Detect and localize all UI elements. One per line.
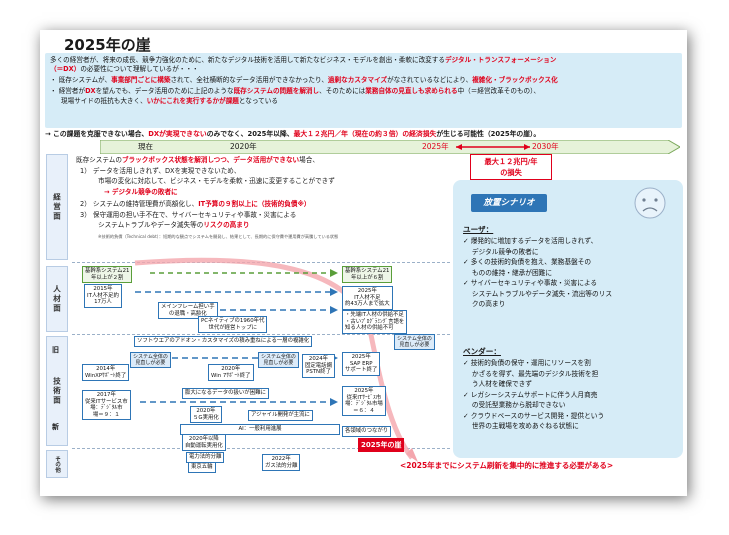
cliff-2025-badge: 2025年の崖 <box>358 438 405 452</box>
it-supply-shortage: ・先端IT人材の供給不足 ・古いﾌﾟﾛｸﾞﾗﾐﾝｸﾞ言語を 知る人材の供給不可 <box>342 310 408 334</box>
loss-box: 最大１２兆円/年 の損失 <box>470 154 552 180</box>
core-system-2025: 基幹系システム21 年以上が６割 <box>342 266 393 284</box>
timeline-now: 現在 <box>138 142 153 151</box>
review-bubble-3: システム全体の 見直しが必要 <box>258 352 299 368</box>
scenario-user-line: クの高まり <box>463 300 506 308</box>
conclusion: → この課題を克服できない場合、DXが実現できないのみでなく、2025年以降、最… <box>45 130 541 138</box>
ai-adoption: AI：一般利用進展 <box>180 424 340 435</box>
scenario-vendor-line: ✓ クラウドベースのサービス開発・提供という <box>463 411 605 420</box>
bigdata-difficulty: 膨大になるデータの扱いが困難に <box>182 388 269 399</box>
summary-line-2: （＝DX）の必要性について理解しているが・・・ <box>50 65 199 73</box>
sad-face-icon <box>634 187 666 219</box>
scenario-vendor-line: ✓ レガシーシステムサポートに伴う人月商売 <box>463 390 598 399</box>
pc-native-executives: PCネイティブの1960年代 世代が経営トップに <box>198 316 268 334</box>
scenario-vendor-line: う人材を確保できず <box>463 380 532 388</box>
scenario-title: 放置シナリオ <box>471 194 547 212</box>
row-label-new: 新 <box>52 423 59 431</box>
review-bubble-1: システム全体の 見直しが必要 <box>394 334 435 350</box>
divider-other <box>72 448 450 449</box>
tokyo-olympics: 東京五輪 <box>188 462 216 473</box>
mgmt-point-2: 2） システムの維持管理費が高額化し、IT予算の９割以上に（技術的負債※） <box>80 200 311 208</box>
addon-complexity: ソフトウエアのアドオン・カスタマイズの積み重ねによる一層の複雑化 <box>134 336 313 347</box>
scenario-user-line: システムトラブルやデータ滅失・流出等のリス <box>463 289 613 298</box>
summary-line-3: ・ 既存システムが、事業部門ごとに構築されて、全社横断的なデータ活用ができなかっ… <box>50 76 558 84</box>
scenario-vendor-line: ✓ 技術的負債の保守・運用にリソースを割 <box>463 359 591 367</box>
win7-eol: 2020年 Win 7ｻﾎﾟｰﾄ終了 <box>208 364 254 382</box>
scenario-user-line: ✓ 多くの技術的負債を抱え、業務基盤その <box>463 258 592 266</box>
gas-unbundling: 2022年 ガス法的分離 <box>262 454 301 472</box>
mgmt-point-3b: システムトラブルやデータ滅失等のリスクの高まり <box>98 221 250 229</box>
scenario-vendor-line: 世界の主戦場を攻めあぐねる状態に <box>463 422 579 430</box>
timeline-2020: 2020年 <box>230 142 257 151</box>
mgmt-footnote: ※技術的負債（Technical debt）：短期的な観点でシステムを開発し、結… <box>98 234 339 239</box>
mgmt-point-1: 1） データを活用しきれず、DXを実現できないため、 <box>80 167 241 175</box>
scenario-user-line: ✓ サイバーセキュリティや事故・災害による <box>463 279 598 287</box>
it-shortage-2015: 2015年 IT人材不足約 17万人 <box>84 284 122 308</box>
scenario-user-line: ✓ 爆発的に増加するデータを活用しきれず、 <box>463 237 598 245</box>
divider-tech <box>72 334 450 335</box>
scenario-user-line: デジタル競争の敗者に <box>463 247 539 256</box>
scenario-vendor-line: かざるを得ず、最先端のデジタル技術を担 <box>463 369 599 378</box>
slide: 2025年の崖 多くの経営者が、将来の成長、競争力強化のために、新たなデジタル技… <box>40 30 687 496</box>
footer-message: <2025年までにシステム刷新を集中的に推進する必要がある> <box>400 461 614 470</box>
scenario-user-line: ものの維持・継承が困難に <box>463 268 553 277</box>
row-label-tech: 技術面 <box>46 336 68 446</box>
domain-connection: 各領域のつながり <box>342 426 392 437</box>
row-label-people: 人材面 <box>46 266 68 332</box>
summary-line-1: 多くの経営者が、将来の成長、競争力強化のために、新たなデジタル技術を活用して新た… <box>50 56 557 64</box>
mainframe-retire: メインフレーム担い手 の退職・高齢化 <box>158 302 218 320</box>
timeline-arrow <box>100 140 680 154</box>
winxp-eol: 2014年 WinXPｻﾎﾟｰﾄ終了 <box>82 364 130 382</box>
it-market-2025: 2025年 従来ITｻｰﾋﾞｽ市 場：ﾃﾞｼﾞﾀﾙ市場 ＝６：４ <box>342 386 386 417</box>
scenario-vendor-line: の受託型業務から脱却できない <box>463 401 566 409</box>
autonomous-driving: 2020年以降 自動運転実用化 <box>182 434 226 452</box>
summary-panel: 多くの経営者が、将来の成長、競争力強化のために、新たなデジタル技術を活用して新た… <box>45 53 682 128</box>
power-unbundling: 電力法的分離 <box>186 452 225 463</box>
mgmt-point-1b: 市場の変化に対応して、ビジネス・モデルを柔軟・迅速に変更することができず <box>98 177 335 185</box>
it-shortage-2025: 2025年 IT人材不足 約43万人まで拡大 <box>342 286 393 310</box>
mgmt-point-3: 3） 保守運用の担い手不在で、サイバーセキュリティや事故・災害による <box>80 211 297 219</box>
agile-mainstream: アジャイル開発が主流に <box>248 410 313 421</box>
5g-practical: 2020年 ５G実用化 <box>190 406 222 424</box>
mgmt-point-1c: → デジタル競争の敗者に <box>104 188 178 196</box>
neglect-scenario-panel: 放置シナリオ ユーザ： ✓ 爆発的に増加するデータを活用しきれず、 デジタル競争… <box>453 180 683 458</box>
summary-line-5: 現場サイドの抵抗も大きく、いかにこれを実行するかが課題となっている <box>61 97 278 105</box>
it-market-2017: 2017年 従来ITサービス市 場：ﾃﾞｼﾞﾀﾙ市 場＝９：１ <box>82 390 131 421</box>
row-label-old: 旧 <box>52 346 59 354</box>
core-system-2015: 基幹系システム21 年以上が２割 <box>82 266 133 284</box>
review-bubble-2: システム全体の 見直しが必要 <box>130 352 171 368</box>
sap-erp-eol: 2025年 SAP ERP サポート終了 <box>342 352 381 376</box>
mgmt-intro: 既存システムのブラックボックス状態を解消しつつ、データ活用ができない場合、 <box>76 156 319 164</box>
summary-line-4: ・ 経営者がDXを望んでも、データ活用のために上記のような既存システムの問題を解… <box>50 87 541 95</box>
scenario-vendor-heading: ベンダー： <box>463 347 501 356</box>
row-label-mgmt: 経営面 <box>46 154 68 260</box>
timeline: 現在 2020年 2025年 2030年 <box>100 140 680 154</box>
scenario-user-heading: ユーザ： <box>463 225 494 234</box>
timeline-2025: 2025年 <box>422 142 449 151</box>
timeline-2030: 2030年 <box>532 142 559 151</box>
row-label-other: その他 <box>46 450 68 478</box>
page-title: 2025年の崖 <box>64 36 151 54</box>
pstn-end: 2024年 固定電話網 PSTN終了 <box>302 354 335 378</box>
